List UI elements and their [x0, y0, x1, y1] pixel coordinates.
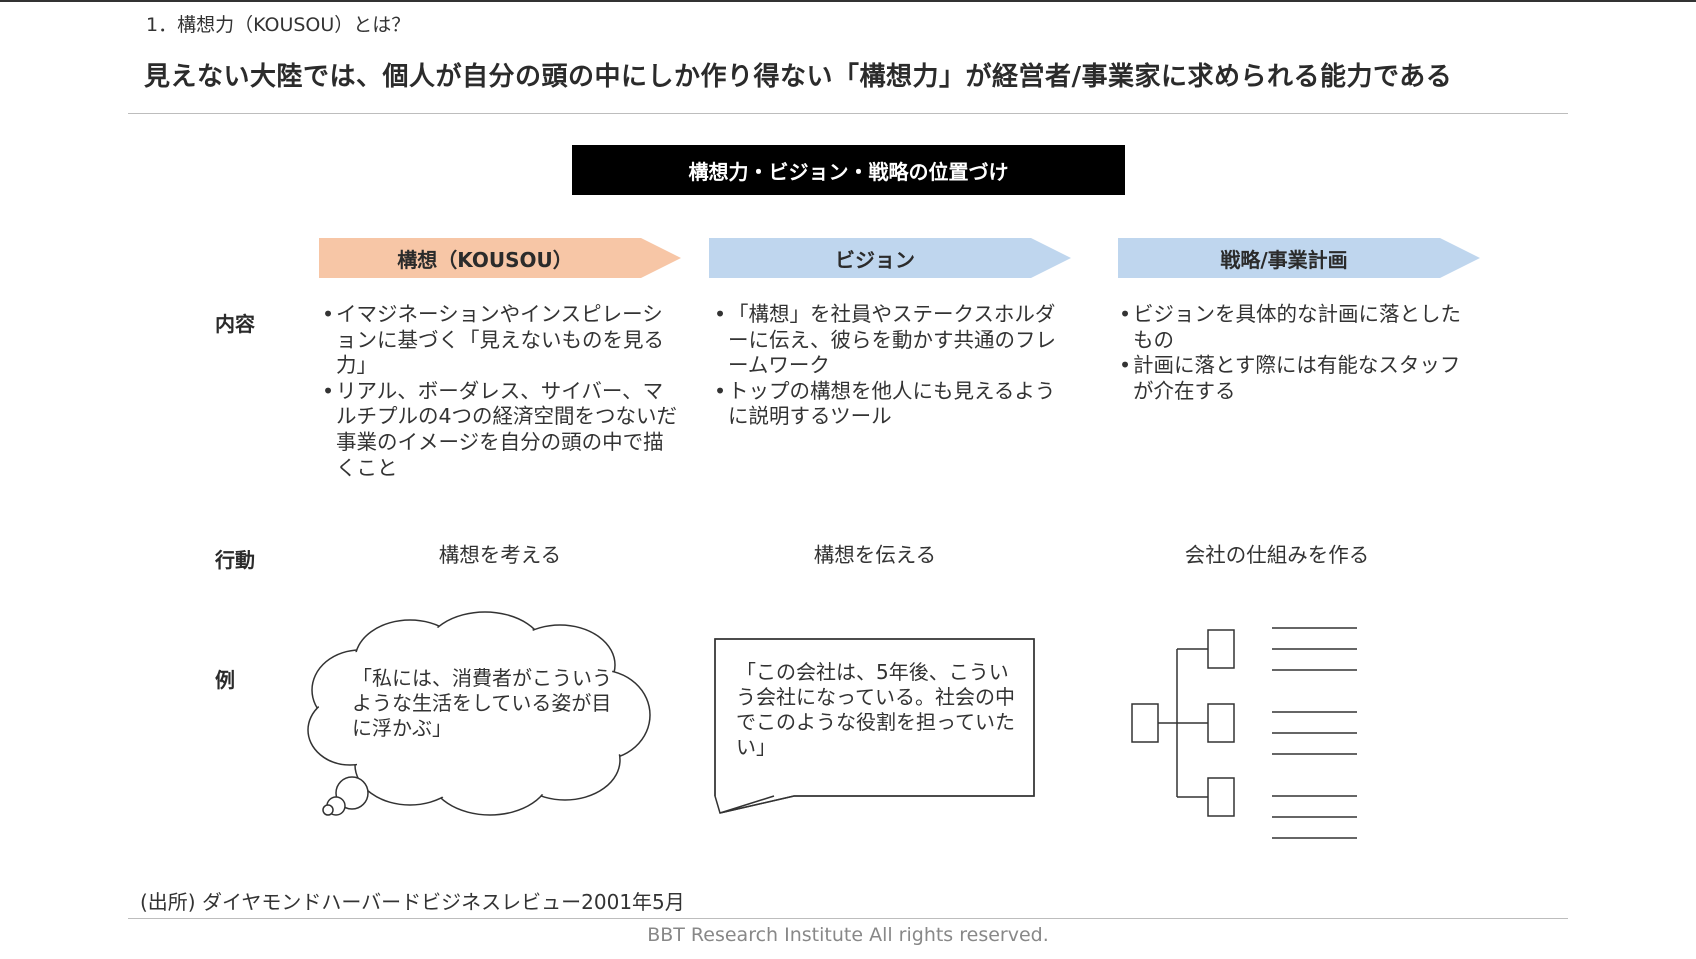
content-kousou: イマジネーションやインスピレーションに基づく「見えないものを見る力」 リアル、ボ…	[322, 302, 682, 481]
stage-arrow-kousou: 構想（KOUSOU）	[319, 238, 681, 278]
row-label-action: 行動	[215, 548, 255, 572]
stage-arrow-strategy: 戦略/事業計画	[1118, 238, 1480, 278]
content-vision: 「構想」を社員やステークスホルダーに伝え、彼らを動かす共通のフレームワーク トッ…	[714, 302, 1064, 430]
content-item: ビジョンを具体的な計画に落としたもの	[1119, 302, 1469, 353]
stage-arrow-vision: ビジョン	[709, 238, 1071, 278]
thought-bubble-icon	[307, 611, 651, 816]
thought-bubble-text: 「私には、消費者がこういうような生活をしている姿が目に浮かぶ」	[352, 666, 612, 740]
page-headline: 見えない大陸では、個人が自分の頭の中にしか作り得ない「構想力」が経営者/事業家に…	[144, 62, 1453, 92]
action-think: 構想を考える	[438, 543, 562, 567]
content-item: トップの構想を他人にも見えるように説明するツール	[714, 379, 1064, 430]
diagram-title: 構想力・ビジョン・戦略の位置づけ	[572, 145, 1125, 195]
footer-divider	[128, 918, 1568, 919]
content-item: 「構想」を社員やステークスホルダーに伝え、彼らを動かす共通のフレームワーク	[714, 302, 1064, 379]
action-build: 会社の仕組みを作る	[1184, 543, 1370, 567]
content-strategy: ビジョンを具体的な計画に落としたもの 計画に落とす際には有能なスタッフが介在する	[1119, 302, 1469, 404]
row-label-content: 内容	[215, 312, 255, 336]
org-chart-icon	[1131, 627, 1357, 839]
speech-bubble-icon	[714, 638, 1035, 814]
section-title: 1．構想力（KOUSOU）とは？	[146, 14, 411, 36]
top-border	[0, 0, 1696, 2]
content-item: イマジネーションやインスピレーションに基づく「見えないものを見る力」	[322, 302, 682, 379]
action-communicate: 構想を伝える	[813, 543, 937, 567]
content-item: リアル、ボーダレス、サイバー、マルチプルの4つの経済空間をつないだ事業のイメージ…	[322, 379, 682, 481]
copyright-footer: BBT Research Institute All rights reserv…	[647, 924, 1049, 946]
header-divider	[128, 113, 1568, 114]
content-item: 計画に落とす際には有能なスタッフが介在する	[1119, 353, 1469, 404]
speech-bubble-text: 「この会社は、5年後、こういう会社になっている。社会の中でこのような役割を担って…	[736, 660, 1015, 759]
row-label-example: 例	[215, 668, 235, 692]
source-citation: (出所) ダイヤモンドハーバードビジネスレビュー2001年5月	[140, 890, 685, 914]
